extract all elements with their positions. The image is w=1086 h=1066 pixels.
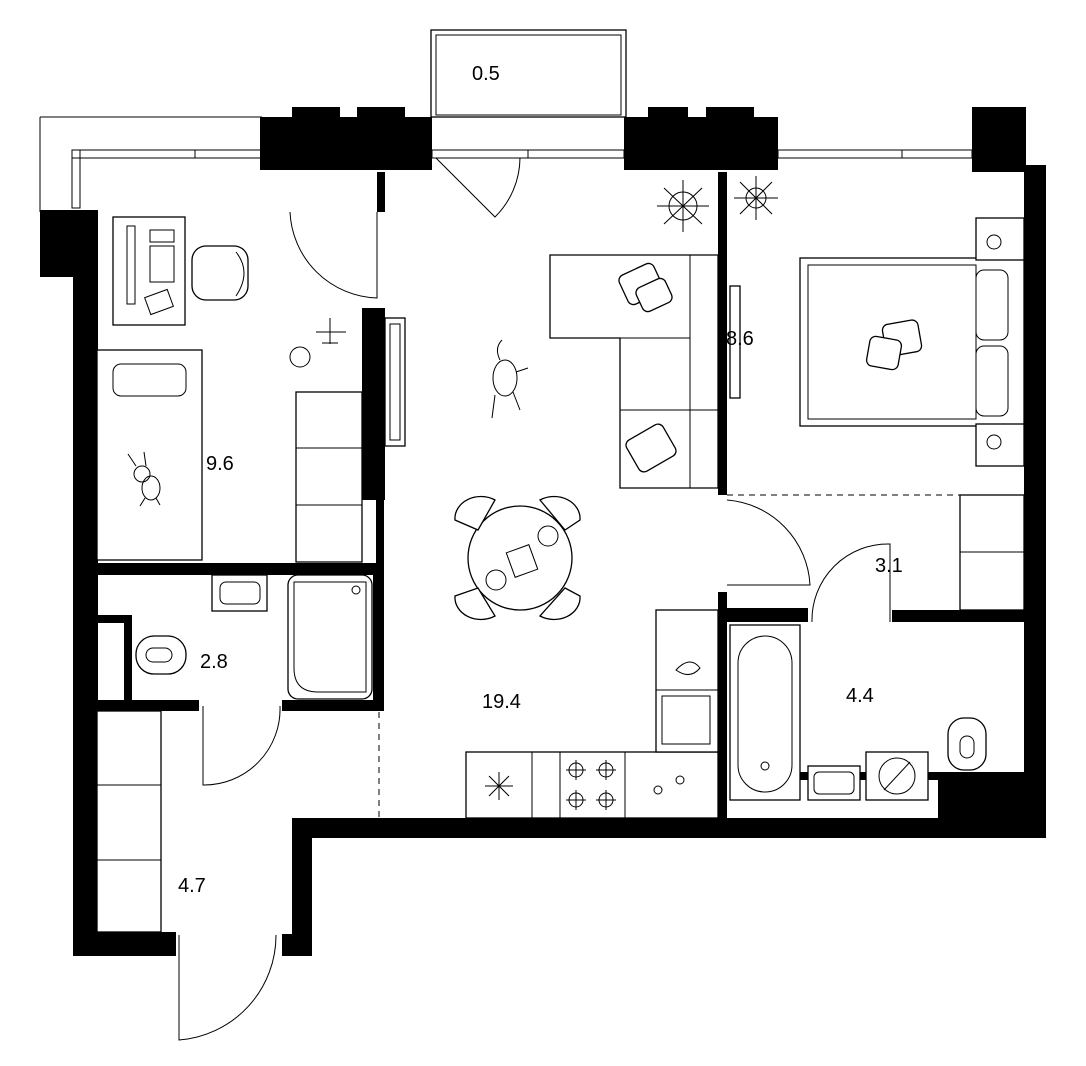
plant-icon bbox=[734, 176, 778, 220]
bedroom-area: 8.6 bbox=[726, 328, 754, 350]
bedroom-furniture bbox=[799, 217, 1025, 611]
toy-bunny-icon bbox=[127, 451, 161, 507]
plant-icon bbox=[657, 180, 709, 232]
snowflake-icon bbox=[485, 772, 513, 800]
doors bbox=[178, 157, 891, 1041]
living-kitchen-area: 19.4 bbox=[482, 691, 521, 713]
living-furniture bbox=[454, 176, 778, 621]
corridor-area: 3.1 bbox=[875, 555, 903, 577]
toy-ball-icon bbox=[289, 346, 311, 368]
walls bbox=[40, 107, 1046, 956]
hallway-area: 4.7 bbox=[178, 875, 206, 897]
wc-fixtures bbox=[135, 574, 373, 700]
room-labels: 0.5 9.6 8.6 19.4 2.8 3.1 4.4 4.7 bbox=[178, 63, 903, 897]
window-strips bbox=[39, 116, 973, 212]
kids-room-area: 9.6 bbox=[206, 453, 234, 475]
cooktop-icon bbox=[566, 760, 616, 810]
cat-icon bbox=[491, 339, 529, 419]
bathroom-fixtures bbox=[729, 624, 987, 801]
bathroom-area: 4.4 bbox=[846, 685, 874, 707]
hallway-furniture bbox=[96, 710, 162, 933]
kids-room-furniture bbox=[96, 216, 406, 563]
balcony-area: 0.5 bbox=[472, 63, 500, 85]
toy-plane-icon bbox=[316, 318, 346, 344]
wc-area: 2.8 bbox=[200, 651, 228, 673]
kitchen bbox=[465, 609, 719, 819]
balcony bbox=[430, 29, 627, 118]
